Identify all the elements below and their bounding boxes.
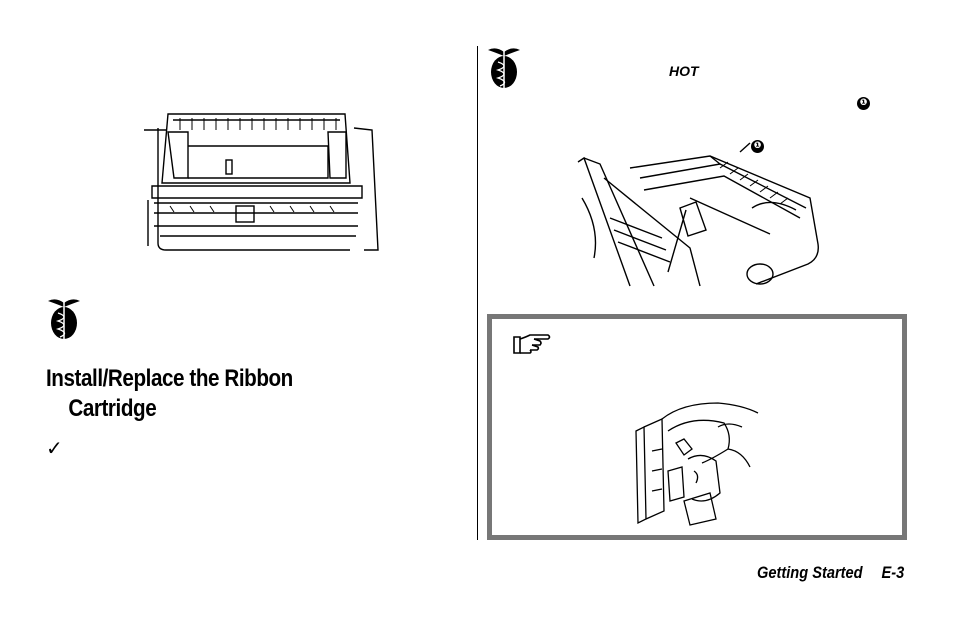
section-heading-line1: Install/Replace the Ribbon bbox=[46, 365, 293, 392]
caution-caduceus-icon-left bbox=[48, 299, 80, 340]
note-box bbox=[487, 314, 907, 540]
figure-callout-badge: ❶ bbox=[751, 140, 764, 153]
hot-warning-label: HOT bbox=[669, 63, 699, 79]
ribbon-install-illustration bbox=[635, 402, 759, 526]
column-divider bbox=[477, 46, 478, 540]
checkmark-icon: ✓ bbox=[46, 436, 63, 460]
printer-open-illustration bbox=[577, 142, 819, 287]
page-footer: Getting Started E-3 bbox=[757, 563, 904, 583]
footer-page-number: E-3 bbox=[881, 563, 905, 582]
pointing-hand-icon bbox=[513, 334, 551, 354]
section-heading-line2: Cartridge bbox=[68, 395, 157, 422]
callout-marker-text: ❶ bbox=[857, 97, 870, 110]
caution-caduceus-icon-right bbox=[488, 48, 520, 89]
printer-top-illustration bbox=[144, 113, 379, 251]
footer-chapter: Getting Started bbox=[757, 563, 863, 582]
section-heading: Install/Replace the Ribbon Cartridge bbox=[46, 364, 330, 424]
